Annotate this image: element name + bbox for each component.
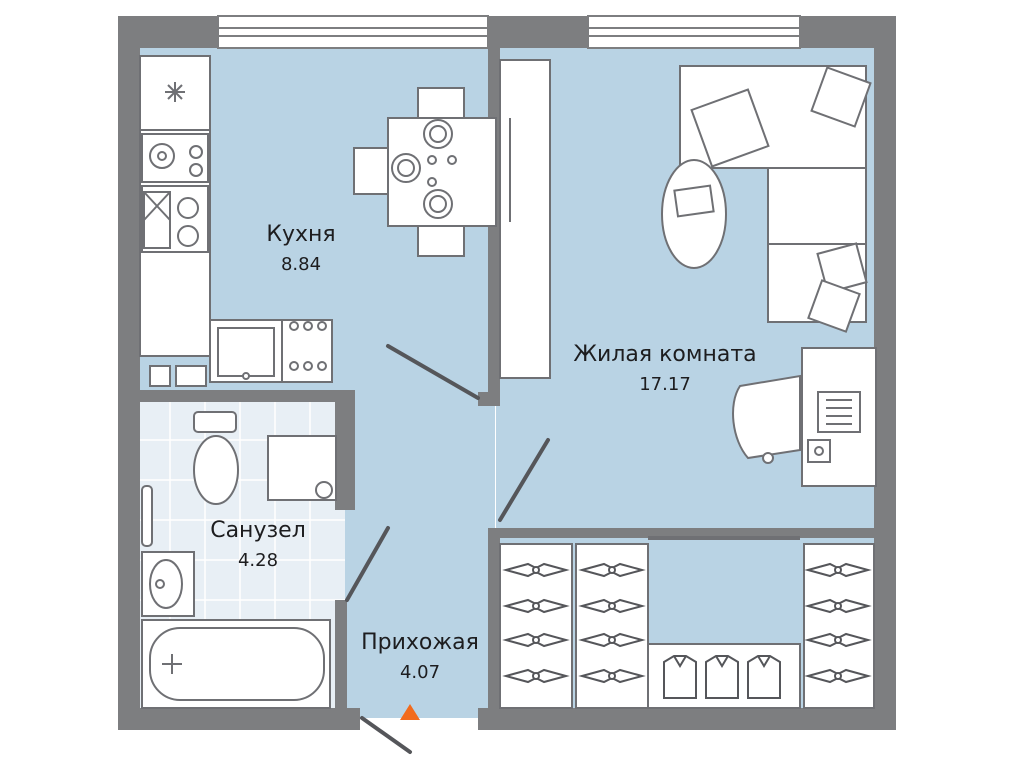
towel-rail	[141, 485, 153, 547]
hanger-hook	[532, 672, 540, 680]
shirt-collar	[715, 655, 729, 668]
wall-right	[874, 16, 896, 730]
kitchen-label: Кухня 8.84	[246, 222, 356, 276]
kitchen-shelf	[149, 365, 171, 387]
chair-bottom	[417, 225, 465, 257]
kitchen-area: 8.84	[280, 254, 322, 276]
toilet-icon	[193, 411, 239, 505]
wall-bath-hall-top	[335, 390, 355, 510]
bathtub-icon	[141, 619, 331, 709]
chair-left	[353, 147, 389, 195]
wall-living-wardrobe	[488, 528, 500, 708]
hanger-hook	[834, 672, 842, 680]
window-kitchen	[217, 15, 489, 49]
wall-left	[118, 16, 140, 730]
stove-icon	[141, 185, 209, 253]
wall-living-wardrobe-top	[488, 528, 874, 538]
bathroom-area: 4.28	[237, 550, 279, 572]
door-bathroom	[345, 526, 390, 602]
kitchen-shelf-2	[175, 365, 207, 387]
window-living	[587, 15, 801, 49]
laptop-icon	[817, 391, 861, 433]
hanger-hook	[608, 636, 616, 644]
wall-bath-hall-bottom	[335, 600, 347, 710]
door-kitchen	[386, 344, 480, 400]
washing-machine	[267, 435, 337, 501]
kitchen-sink-bottom	[217, 327, 275, 377]
living-furniture	[499, 59, 877, 487]
dishwasher	[281, 319, 333, 383]
shirt-group	[663, 655, 781, 699]
wall-bottom-right	[478, 708, 896, 730]
shirt-icon	[705, 655, 739, 699]
hallway-label: Прихожая 4.07	[350, 630, 490, 684]
desk-chair	[732, 374, 801, 460]
hanger-hook	[608, 672, 616, 680]
hanger-hook	[608, 602, 616, 610]
hanger-hook	[834, 566, 842, 574]
doors	[345, 344, 550, 754]
hanger-hook	[608, 566, 616, 574]
living-name: Жилая комната	[573, 342, 757, 367]
bathroom-label: Санузел 4.28	[198, 518, 318, 572]
hanger-hook	[532, 602, 540, 610]
shirt-icon	[747, 655, 781, 699]
living-label: Жилая комната 17.17	[560, 342, 770, 396]
hallway-name: Прихожая	[361, 630, 479, 655]
bathroom-furniture	[141, 411, 337, 709]
wall-bottom-left	[118, 708, 360, 730]
bathroom-name: Санузел	[210, 518, 306, 543]
shirt-collar	[757, 655, 771, 668]
hanger-hook	[532, 636, 540, 644]
windows	[217, 15, 801, 49]
door-living	[498, 438, 550, 522]
entrance-arrow-icon	[400, 704, 420, 720]
hanger-hook	[834, 602, 842, 610]
snowflake-icon	[165, 82, 185, 102]
sink-icon	[141, 133, 209, 183]
chair-top	[417, 87, 465, 119]
kitchen-furniture	[139, 55, 497, 387]
tv-stand	[499, 59, 551, 379]
living-area: 17.17	[639, 374, 691, 396]
shirt-icon	[663, 655, 697, 699]
door-entrance	[360, 716, 412, 754]
hanger-hook	[532, 566, 540, 574]
shirt-collar	[673, 655, 687, 668]
hanger-hook	[834, 636, 842, 644]
wall-kitchen-bath	[140, 390, 355, 402]
kitchen-name: Кухня	[266, 222, 336, 247]
hallway-area: 4.07	[399, 662, 441, 684]
wall-kitchen-living-stub	[478, 392, 500, 406]
wall-top-mid	[488, 16, 588, 48]
sink-icon	[141, 551, 195, 617]
hanger-group	[502, 562, 872, 684]
